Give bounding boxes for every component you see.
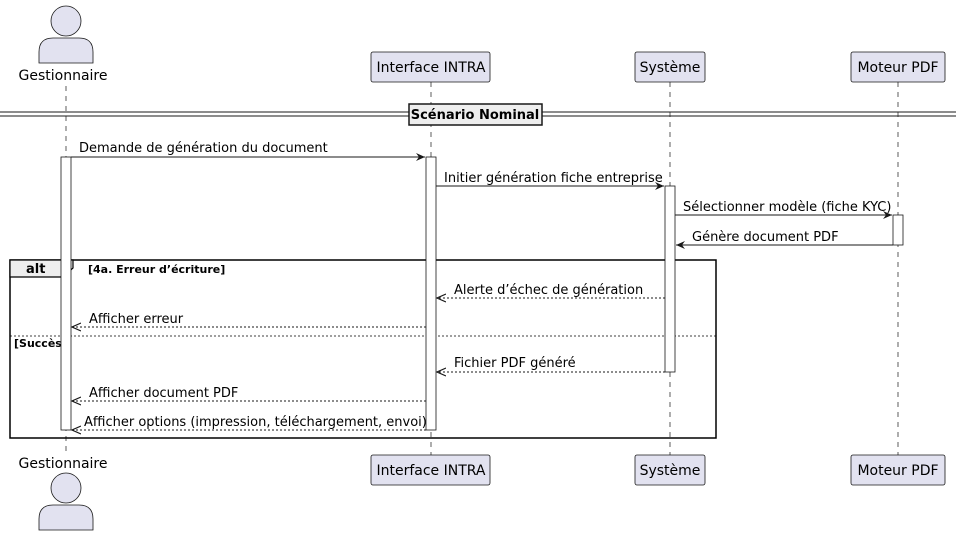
actor-body-icon (38, 504, 94, 531)
participant-moteur-bottom: Moteur PDF (850, 454, 946, 486)
message-label: Sélectionner modèle (fiche KYC) (683, 200, 891, 215)
participant-label: Moteur PDF (857, 60, 938, 76)
message-5: Alerte d’échec de génération (437, 283, 665, 298)
message-2: Initier génération fiche entreprise (436, 171, 664, 190)
participant-interface-top: Interface INTRA (370, 51, 491, 83)
activation-gestionnaire (60, 156, 72, 431)
actor-body-icon (38, 37, 94, 64)
participant-interface-bottom: Interface INTRA (370, 454, 491, 486)
activations (60, 156, 904, 431)
activation-systeme (664, 185, 676, 373)
message-label: Demande de génération du document (79, 141, 328, 156)
message-label: Afficher options (impression, télécharge… (84, 415, 427, 430)
alt-guard-2: [Succès] (14, 337, 67, 350)
message-3: Sélectionner modèle (fiche KYC) (675, 200, 892, 219)
alt-guard-1: [4a. Erreur d’écriture] (88, 263, 225, 276)
divider: Scénario Nominal (0, 103, 956, 126)
message-9: Afficher options (impression, télécharge… (72, 415, 427, 430)
participant-label: Interface INTRA (376, 60, 485, 76)
actor-head-icon (50, 5, 82, 37)
message-label: Afficher document PDF (89, 386, 238, 401)
message-8: Afficher document PDF (72, 386, 426, 401)
participant-label: Système (640, 60, 701, 76)
participant-systeme-top: Système (634, 51, 706, 83)
message-7: Fichier PDF généré (437, 356, 665, 372)
message-label: Initier génération fiche entreprise (444, 171, 663, 186)
alt-fragment: alt [4a. Erreur d’écriture] [Succès] (9, 259, 717, 439)
activation-interface (425, 156, 437, 431)
actor-head-icon (50, 472, 82, 504)
message-label: Génère document PDF (692, 230, 839, 245)
divider-label: Scénario Nominal (411, 108, 540, 123)
message-label: Alerte d’échec de génération (454, 283, 643, 298)
message-6: Afficher erreur (72, 312, 426, 327)
participant-label: Moteur PDF (857, 463, 938, 479)
participant-label: Interface INTRA (376, 463, 485, 479)
participant-systeme-bottom: Système (634, 454, 706, 486)
message-4: Génère document PDF (676, 230, 893, 249)
activation-moteur (892, 214, 904, 246)
participant-label: Gestionnaire (19, 68, 108, 84)
message-1: Demande de génération du document (71, 141, 425, 161)
message-label: Fichier PDF généré (454, 356, 576, 371)
participant-gestionnaire-top: Gestionnaire (19, 5, 108, 84)
participant-label: Gestionnaire (19, 456, 108, 472)
participant-gestionnaire-bottom: Gestionnaire (19, 456, 108, 531)
alt-keyword: alt (26, 262, 45, 277)
participant-label: Système (640, 463, 701, 479)
participant-moteur-top: Moteur PDF (850, 51, 946, 83)
message-label: Afficher erreur (89, 312, 184, 327)
